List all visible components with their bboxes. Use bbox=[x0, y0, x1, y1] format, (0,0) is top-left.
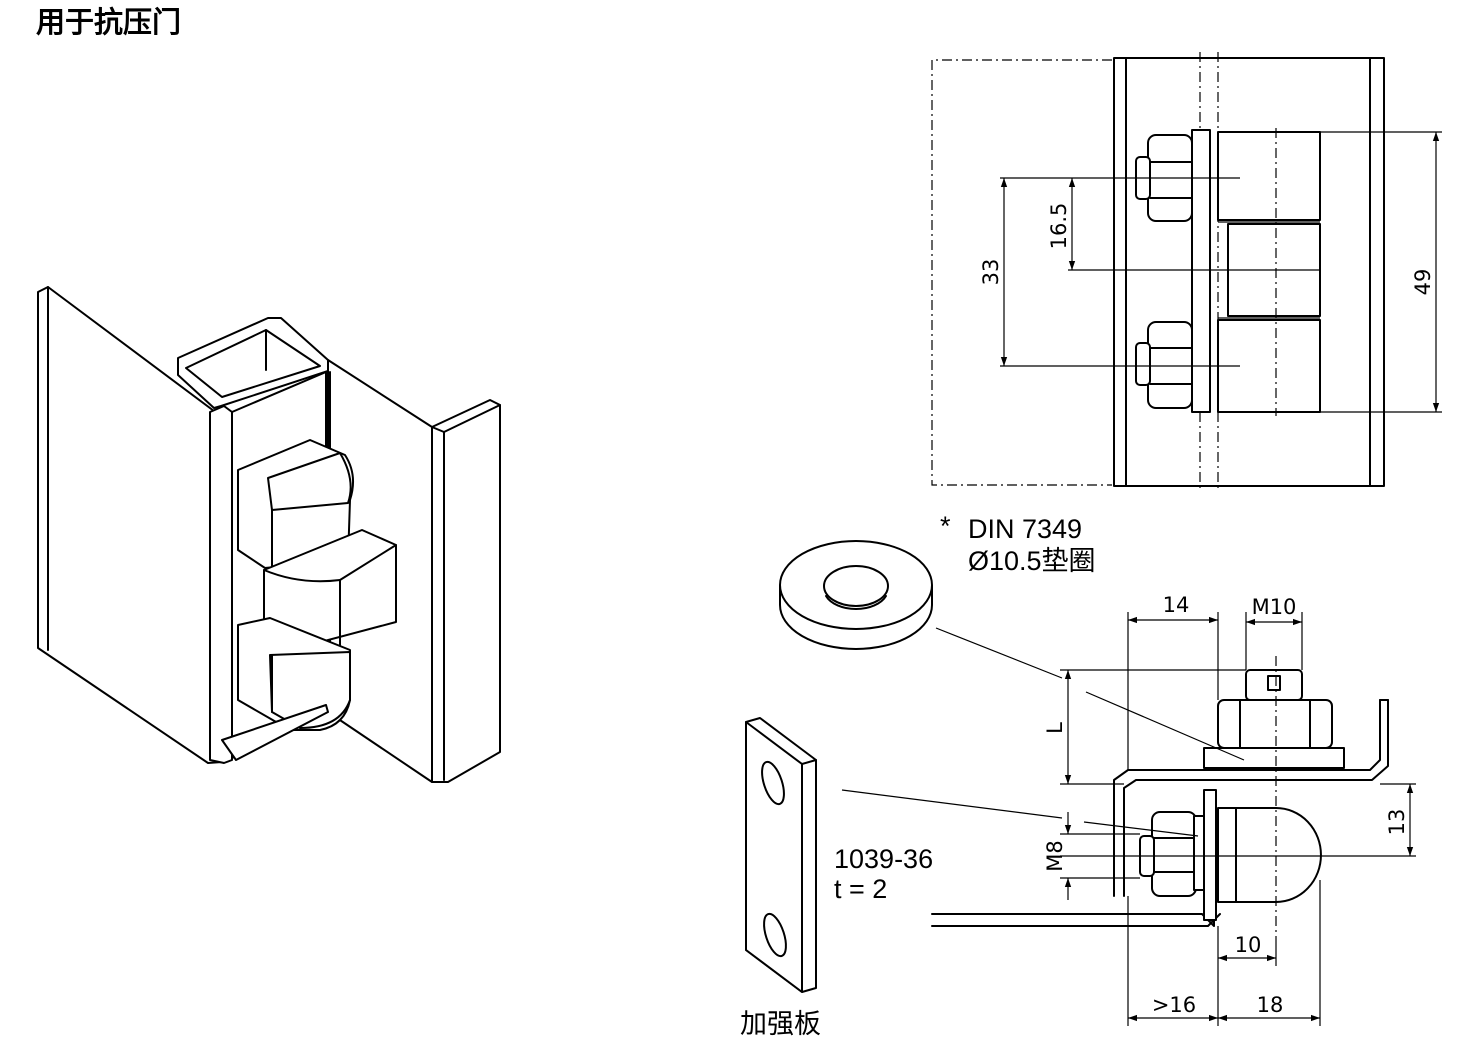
washer-drawing bbox=[779, 540, 933, 650]
dimension-18: 18 bbox=[1257, 993, 1284, 1017]
part-thickness: t = 2 bbox=[834, 874, 887, 904]
hinge-knuckle-bottom bbox=[237, 617, 351, 731]
dimension-16-5: 16.5 bbox=[1047, 203, 1071, 250]
dimension-l: L bbox=[1043, 722, 1067, 734]
nut-lower bbox=[1135, 321, 1193, 409]
part-number: 1039-36 bbox=[834, 844, 933, 874]
washer-mark: * bbox=[940, 511, 951, 541]
page-title: 用于抗压门 bbox=[36, 5, 181, 39]
dimension-m8: M8 bbox=[1043, 840, 1067, 871]
hinge-side-view bbox=[931, 612, 1416, 1026]
dimension-13: 13 bbox=[1385, 809, 1409, 836]
dimension-49: 49 bbox=[1411, 269, 1435, 296]
dimension-m10: M10 bbox=[1252, 595, 1297, 619]
hinge-top-view bbox=[931, 52, 1442, 490]
washer-spec: Ø10.5垫圈 bbox=[968, 546, 1096, 576]
dimension-14: 14 bbox=[1163, 593, 1190, 617]
reinforcement-plate bbox=[745, 717, 817, 993]
hinge-isometric-view bbox=[37, 286, 501, 783]
hinge-knuckle-middle bbox=[263, 529, 397, 649]
dimension-33: 33 bbox=[979, 259, 1003, 286]
dimension-gt16: >16 bbox=[1152, 993, 1196, 1017]
plate-label: 加强板 bbox=[740, 1009, 821, 1039]
washer-standard: DIN 7349 bbox=[968, 514, 1082, 544]
dimension-10: 10 bbox=[1235, 933, 1262, 957]
